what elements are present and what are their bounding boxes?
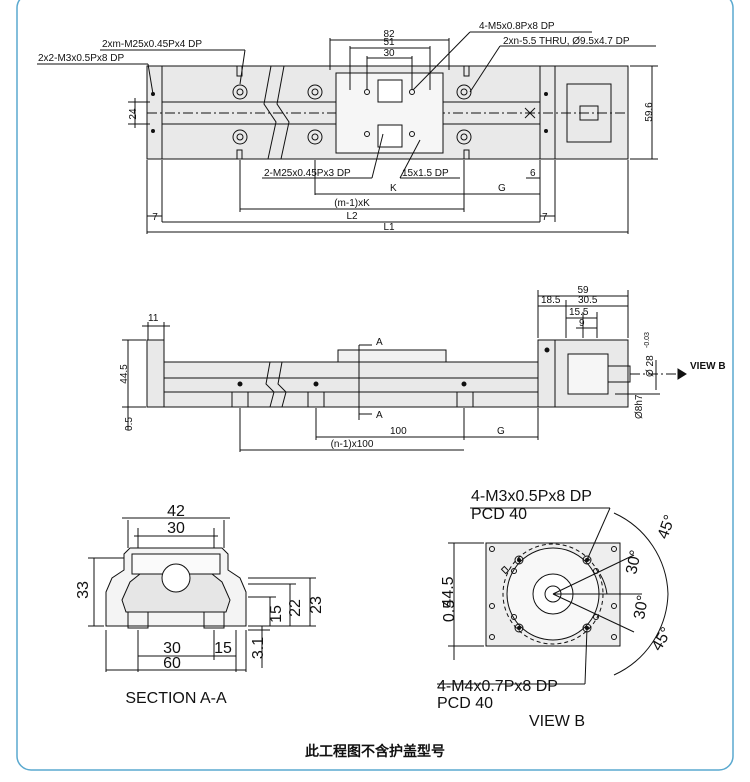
dim-6: 6	[530, 168, 536, 179]
dim-shaft-tol: -0.03	[644, 332, 651, 348]
dim-15-5: 15.5	[569, 307, 589, 318]
dim-m1k: (m-1)xK	[334, 198, 370, 209]
top-view-labels: 82 51 30 4-M5x0.8Px8 DP 2xn-5.5 THRU, Ø9…	[38, 21, 655, 233]
label-pcd-bottom: PCD 40	[437, 695, 493, 712]
drawing-caption: 此工程图不含护盖型号	[305, 744, 445, 760]
dim-0-5: 0.5	[124, 417, 135, 431]
dim-30: 30	[383, 48, 395, 59]
dim-30-5: 30.5	[578, 295, 598, 306]
label-m4: 4-M4x0.7Px8 DP	[437, 678, 558, 695]
dim-15: 15	[268, 605, 285, 623]
dim-42: 42	[167, 503, 185, 520]
view-b-title: VIEW B	[529, 713, 585, 730]
angle-45-top: 45°	[655, 513, 679, 542]
motor-mount	[566, 83, 612, 143]
dim-7-right: 7	[542, 212, 548, 223]
angle-30-top: 30°	[623, 549, 645, 576]
dim-shaft-28: Ø 28	[645, 355, 656, 377]
section-aa	[88, 517, 316, 672]
dim-51: 51	[383, 37, 395, 48]
dim-22: 22	[287, 599, 304, 617]
dim-3-1: 3.1	[250, 637, 267, 659]
dim-82: 82	[383, 29, 395, 40]
dim-44-5: 44.5	[119, 364, 130, 384]
section-a-bottom: A	[376, 410, 383, 421]
dim-18-5: 18.5	[541, 295, 561, 306]
view-b	[437, 507, 669, 685]
dim-15-bottom: 15	[214, 640, 232, 657]
side-carriage	[337, 349, 447, 363]
side-view-labels: 59 18.5 30.5 15.5 9 11 44.5 0.5 A A 100 …	[119, 285, 726, 450]
section-aa-title: SECTION A-A	[125, 690, 227, 707]
side-body	[163, 361, 539, 408]
label-m5-hole: 4-M5x0.8Px8 DP	[479, 21, 555, 32]
label-xm-hole: 2xm-M25x0.45Px4 DP	[102, 39, 202, 50]
side-view	[122, 290, 687, 452]
label-m25-hole: 2-M25x0.45Px3 DP	[264, 168, 351, 179]
dim-n1: (n-1)x100	[331, 439, 374, 450]
dim-60: 60	[163, 655, 181, 672]
angle-45-bottom: 45°	[649, 625, 676, 654]
dim-g-side: G	[497, 426, 505, 437]
dim-0-5-b: 0.5	[441, 600, 458, 622]
dim-g: G	[498, 183, 506, 194]
dim-59: 59	[577, 285, 589, 296]
dim-44-5-b: 44.5	[440, 576, 457, 607]
dim-23: 23	[308, 596, 325, 614]
dim-l1: L1	[383, 222, 395, 233]
dim-k: K	[390, 183, 397, 194]
dim-33: 33	[75, 581, 92, 599]
label-m3-hole: 2x2-M3x0.5Px8 DP	[38, 53, 124, 64]
dim-30-bottom: 30	[163, 640, 181, 657]
view-b-label: VIEW B	[690, 361, 726, 372]
label-m3: 4-M3x0.5Px8 DP	[471, 488, 592, 505]
dim-7-left: 7	[152, 212, 158, 223]
top-view	[37, 31, 658, 234]
dim-30-top: 30	[167, 520, 185, 537]
mounting-holes	[151, 84, 548, 145]
dim-59-6: 59.6	[644, 102, 655, 122]
label-pcd-top: PCD 40	[471, 506, 527, 523]
dim-l2: L2	[346, 211, 358, 222]
label-slot: 15x1.5 DP	[402, 168, 449, 179]
frame-border	[16, 0, 734, 771]
section-a-top: A	[376, 337, 383, 348]
dim-9: 9	[579, 318, 585, 329]
dim-11: 11	[148, 313, 159, 324]
dim-shaft-8: Ø8h7	[634, 394, 645, 419]
section-aa-labels: 42 30 33 15 22 23 30 15 60 3.1 SECTION A…	[75, 503, 325, 707]
dim-24: 24	[128, 108, 139, 120]
dim-100: 100	[390, 426, 407, 437]
label-thru-hole: 2xn-5.5 THRU, Ø9.5x4.7 DP	[503, 36, 630, 47]
angle-30-bottom: 30°	[631, 594, 652, 621]
